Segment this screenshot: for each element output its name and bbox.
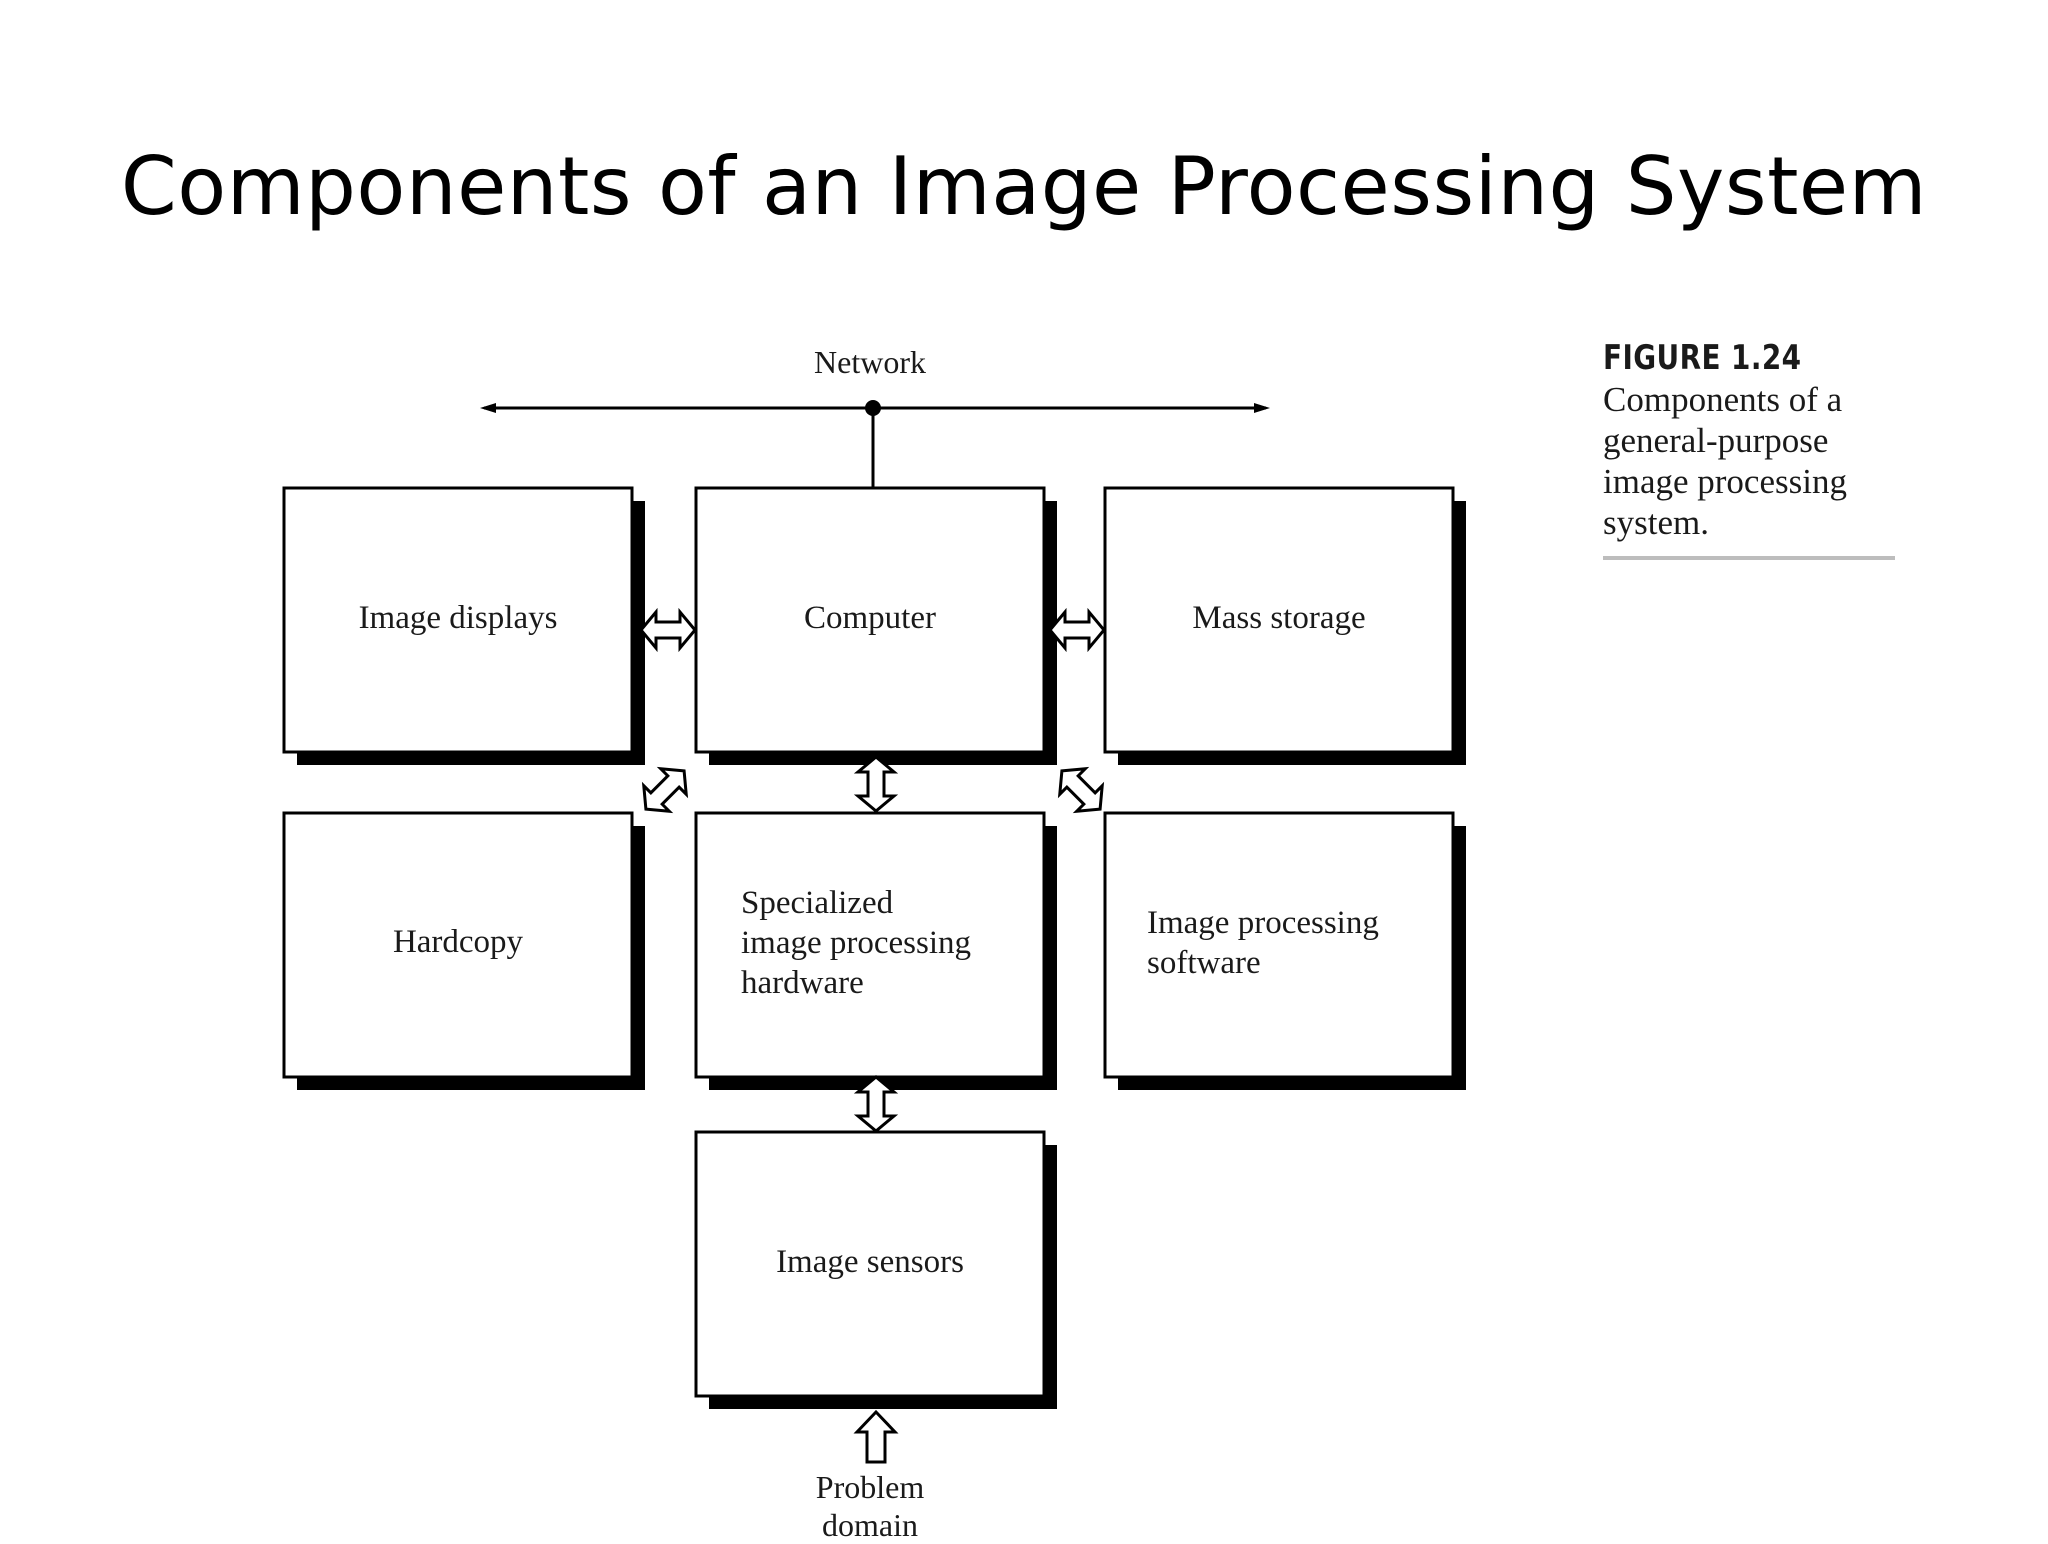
boxes [282, 486, 1455, 1398]
caption-rule [1603, 556, 1895, 560]
arrow-displays-computer [639, 610, 697, 650]
arrow-computer-software [1047, 756, 1115, 824]
label-mass-storage: Mass storage [1192, 600, 1366, 636]
label-image-displays: Image displays [358, 600, 558, 636]
box-image-sensors [694, 1130, 1046, 1398]
label-line: image processing [741, 925, 972, 961]
label-line: Specialized [741, 885, 894, 921]
label-line: Image processing [1147, 905, 1379, 941]
caption-line: image processing [1603, 462, 1847, 501]
arrow-problem-domain [853, 1409, 899, 1464]
box-computer [694, 486, 1046, 754]
figure-caption: FIGURE 1.24 Components of a general-purp… [1603, 337, 1903, 543]
caption-line: Components of a [1603, 380, 1843, 419]
caption-text: Components of a general-purpose image pr… [1603, 379, 1903, 543]
box-image-displays [282, 486, 634, 754]
label-line: hardware [741, 965, 864, 1001]
box-hardcopy [282, 811, 634, 1079]
label-line: Problem [815, 1469, 925, 1505]
box-image-processing-software [1103, 811, 1455, 1079]
label-image-processing-software: Image processing software [1147, 903, 1379, 983]
problem-domain-label: Problem domain [790, 1468, 950, 1544]
arrow-hardcopy-computer [631, 756, 699, 824]
label-hardcopy: Hardcopy [392, 924, 524, 960]
label-line: domain [822, 1507, 918, 1543]
box-specialized-hardware [694, 811, 1046, 1079]
slide-title: Components of an Image Processing System [120, 140, 1928, 233]
caption-line: system. [1603, 503, 1709, 542]
figure-number: FIGURE 1.24 [1603, 338, 1802, 378]
network-label: Network [814, 344, 926, 380]
label-image-sensors: Image sensors [776, 1244, 964, 1280]
arrow-computer-hardware [856, 755, 896, 813]
caption-line: general-purpose [1603, 421, 1829, 460]
box-mass-storage [1103, 486, 1455, 754]
label-specialized-hardware: Specialized image processing hardware [741, 883, 971, 1003]
network-bus [480, 400, 1270, 488]
label-computer: Computer [804, 600, 936, 636]
label-line: software [1147, 945, 1261, 981]
arrow-computer-storage [1048, 610, 1106, 650]
